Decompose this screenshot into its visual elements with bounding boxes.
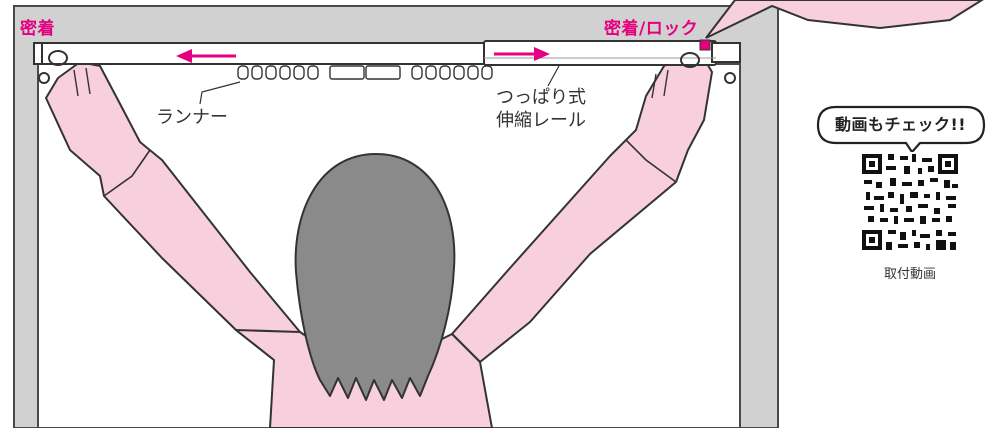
hair xyxy=(294,153,456,401)
rail-leader-line xyxy=(547,63,561,87)
video-badge[interactable]: 動画もチェック!! xyxy=(818,106,983,144)
left-grip-circle xyxy=(48,50,68,66)
qr-code-icon xyxy=(860,152,960,252)
qr-caption: 取付動画 xyxy=(883,267,936,282)
runner-label: ランナー xyxy=(156,107,228,128)
arrow-left-icon xyxy=(176,49,236,63)
runners xyxy=(237,65,493,80)
right-seal-lock-label: 密着/ロック xyxy=(604,19,699,39)
badge-outline xyxy=(816,105,986,154)
rail-label-line1: つっぱり式 xyxy=(496,87,586,108)
curtain-rail xyxy=(33,39,741,84)
speech-bubble-icon xyxy=(705,0,984,39)
left-seal-label: 密着 xyxy=(20,19,55,39)
right-grip-circle xyxy=(680,52,700,68)
rail-label-line2: 伸縮レール xyxy=(496,110,586,131)
runner-leader-line xyxy=(199,81,241,105)
video-badge-text: 動画もチェック!! xyxy=(834,115,967,134)
arrow-right-icon xyxy=(494,47,550,61)
